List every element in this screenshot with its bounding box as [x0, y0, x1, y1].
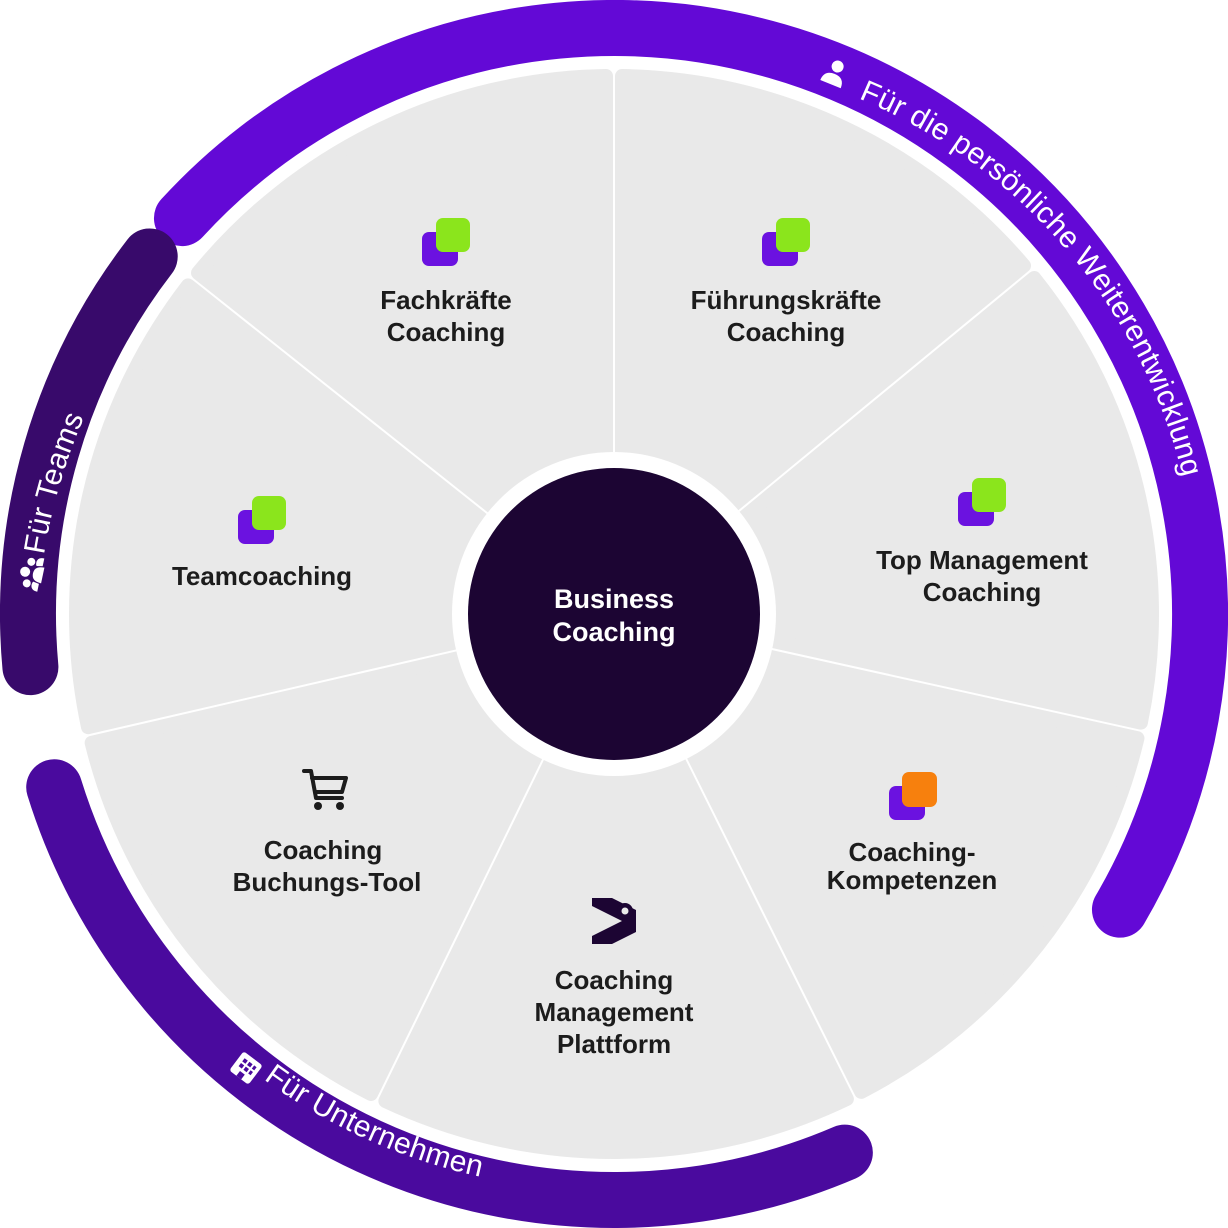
- shopping-cart-icon: [302, 769, 348, 810]
- purple-green-squares-icon: [958, 478, 1006, 526]
- segment-teamcoaching[interactable]: Teamcoaching: [172, 496, 352, 591]
- segment-label-line-2: Coaching: [727, 317, 845, 347]
- segment-label-line-2: Coaching: [387, 317, 505, 347]
- segment-label-line-1: Führungskräfte: [691, 285, 882, 315]
- ring-arc-unternehmen: [26, 759, 873, 1228]
- segment-label-line-2: Management: [535, 997, 694, 1027]
- team-icon: [20, 557, 45, 592]
- segment-coaching-management-plattform[interactable]: Coaching Management Plattform: [535, 898, 694, 1059]
- segment-label-line-1: Top Management: [876, 545, 1088, 575]
- purple-green-squares-icon: [762, 218, 810, 266]
- purple-orange-squares-icon: [889, 772, 937, 820]
- segment-label-line-1: Fachkräfte: [380, 285, 512, 315]
- segment-label-line-2: Kompetenzen: [827, 865, 997, 895]
- purple-green-squares-icon: [238, 496, 286, 544]
- segment-label-line-1: Coaching-: [848, 837, 975, 867]
- center-label-line-1: Business: [554, 584, 674, 614]
- segment-label-line-2: Buchungs-Tool: [233, 867, 422, 897]
- segment-fachkraefte[interactable]: Fachkräfte Coaching: [380, 218, 512, 347]
- segment-fuehrungskraefte[interactable]: Führungskräfte Coaching: [691, 218, 882, 347]
- person-icon: [820, 60, 844, 89]
- ring-arc-persoenliche: [153, 0, 1228, 938]
- brand-logo-icon: [592, 898, 636, 944]
- segment-label-line-1: Coaching: [555, 965, 673, 995]
- center-hub: Business Coaching: [452, 452, 776, 776]
- center-circle: [468, 468, 760, 760]
- center-label-line-2: Coaching: [552, 617, 675, 647]
- segment-top-management[interactable]: Top Management Coaching: [876, 478, 1088, 607]
- purple-green-squares-icon: [422, 218, 470, 266]
- building-icon: [230, 1052, 262, 1084]
- segment-label-line-3: Plattform: [557, 1029, 671, 1059]
- segment-label-line-1: Teamcoaching: [172, 561, 352, 591]
- segment-coaching-kompetenzen[interactable]: Coaching- Kompetenzen: [827, 772, 997, 895]
- segment-label-line-1: Coaching: [264, 835, 382, 865]
- segment-coaching-buchungs-tool[interactable]: Coaching Buchungs-Tool: [233, 769, 422, 897]
- segment-label-line-2: Coaching: [923, 577, 1041, 607]
- ring-arc-teams: [0, 228, 178, 696]
